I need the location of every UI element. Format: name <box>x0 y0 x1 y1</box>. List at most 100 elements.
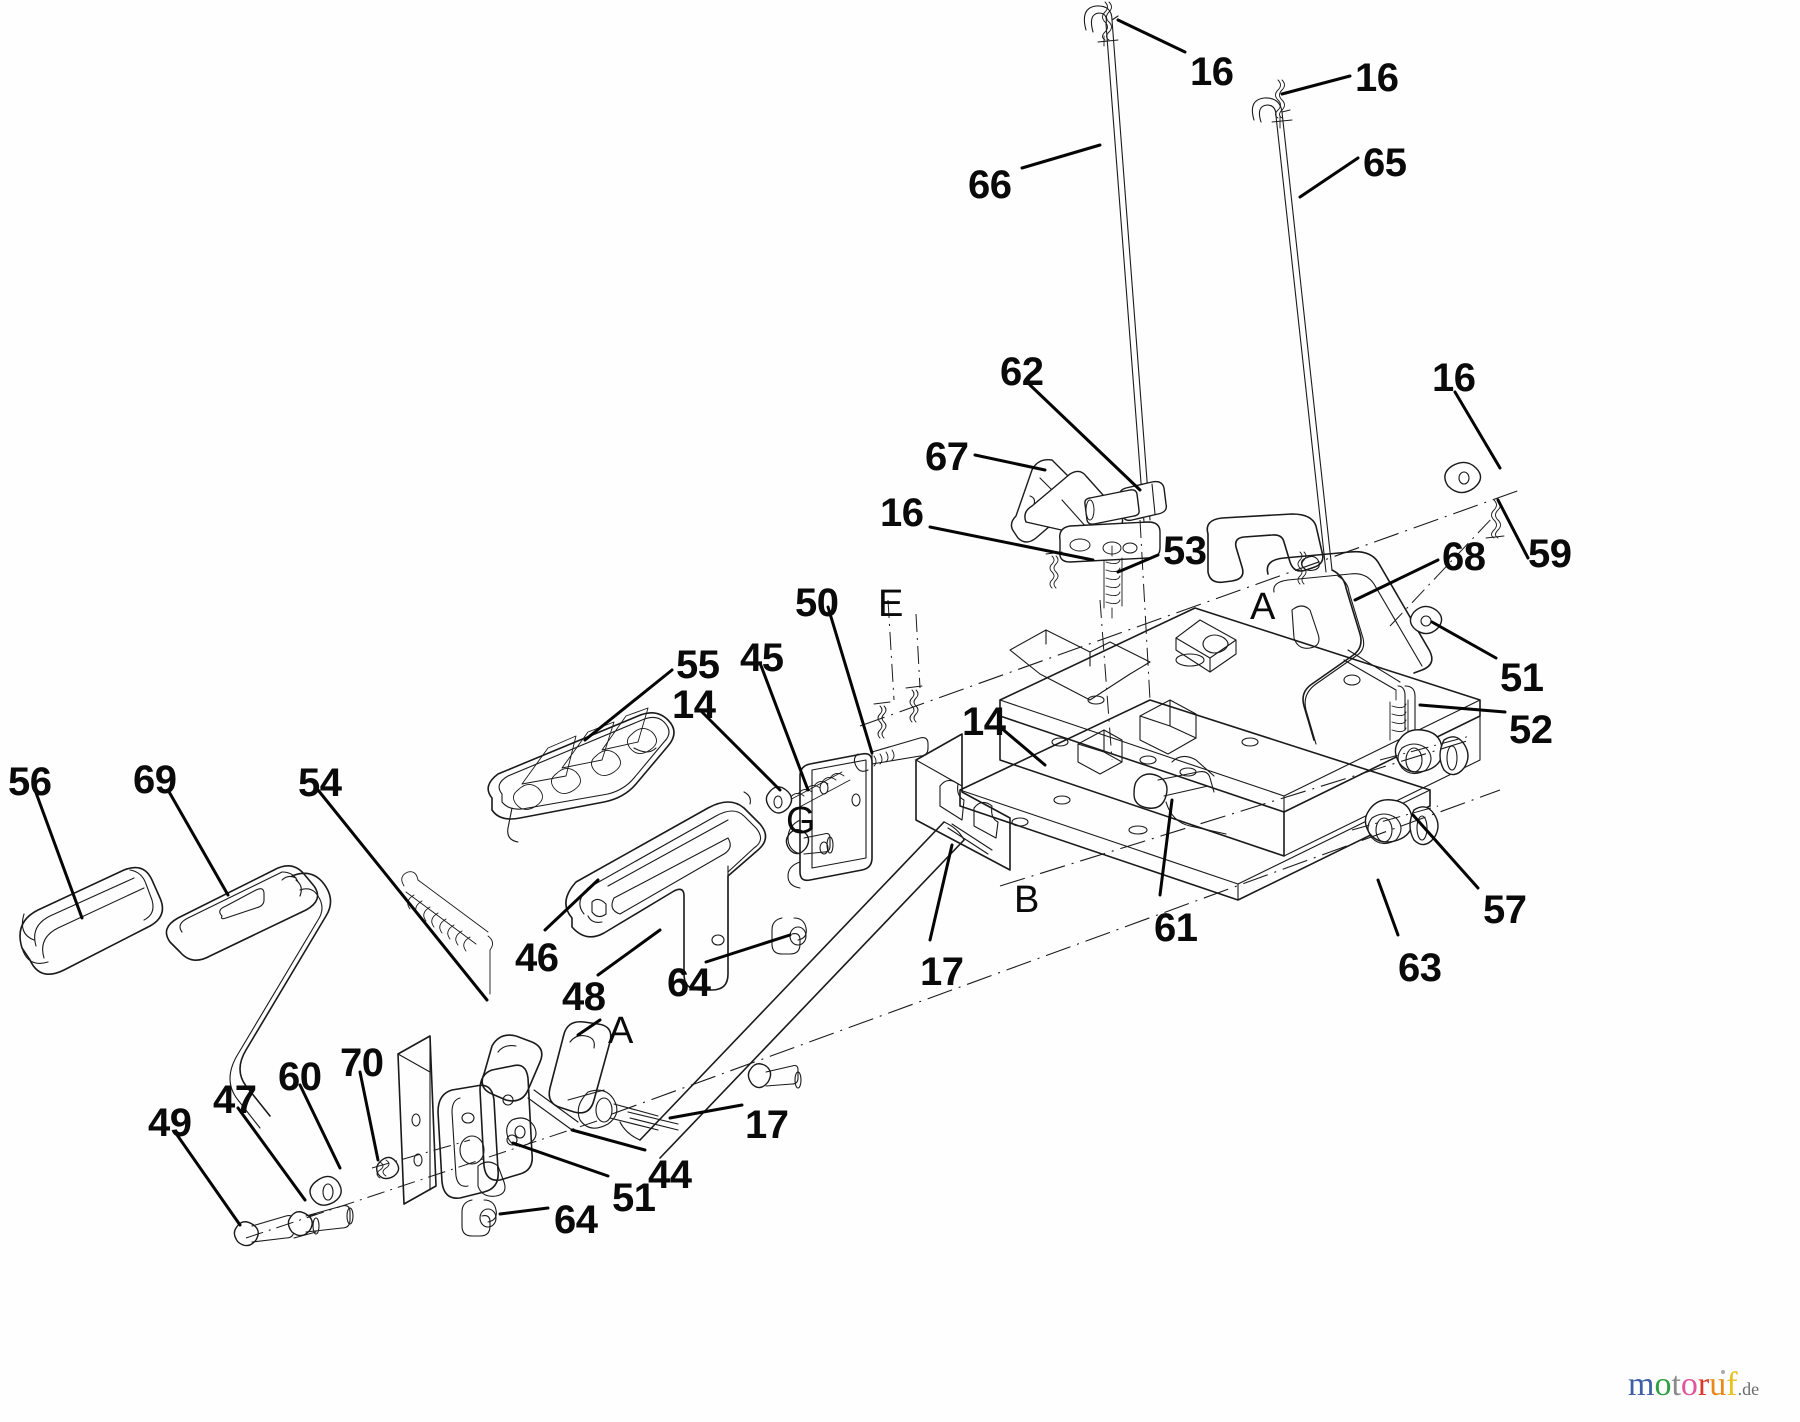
watermark-letter-1: o <box>1654 1366 1672 1403</box>
callout-17-c17b: 17 <box>745 1103 789 1147</box>
part-55-pedal-pad <box>487 707 675 843</box>
callout-62-c62: 62 <box>1000 350 1044 394</box>
part-48-bolt-lower <box>747 1063 802 1089</box>
motoruf-watermark: motoruf.de <box>1628 1368 1759 1402</box>
leader-line-l48 <box>596 928 662 977</box>
callout-51-c51b: 51 <box>612 1176 656 1220</box>
callout-16-c16d: 16 <box>880 491 924 535</box>
part-50-bracket <box>787 752 873 889</box>
leader-line-l64b <box>498 1206 550 1216</box>
part-60-washer <box>309 1175 342 1206</box>
part-70-washer <box>375 1156 400 1180</box>
leader-line-l49 <box>173 1130 242 1227</box>
callout-70-c70: 70 <box>340 1041 384 1085</box>
callout-51-c51a: 51 <box>1500 656 1544 700</box>
leader-line-l45 <box>758 661 810 792</box>
callout-63-c63: 63 <box>1398 946 1442 990</box>
part-A-loop-bracket <box>1206 513 1433 674</box>
leader-line-l65 <box>1298 156 1360 199</box>
callout-67-c67: 67 <box>925 435 969 479</box>
callout-47-c47: 47 <box>213 1078 257 1122</box>
part-54-rod <box>229 872 332 1129</box>
leader-line-l16a <box>1116 18 1187 54</box>
callout-44-c44: 44 <box>648 1153 692 1197</box>
leader-line-l16c <box>1453 390 1502 470</box>
leader-line-l51a <box>1430 620 1498 660</box>
leader-line-l59 <box>1496 498 1530 560</box>
leader-line-l14a <box>698 708 782 792</box>
callout-59-c59: 59 <box>1528 532 1572 576</box>
leader-line-l16d <box>928 525 1095 562</box>
leader-line-l47 <box>236 1106 307 1202</box>
leader-line-l53 <box>1116 553 1160 574</box>
leader-line-group <box>33 18 1530 1227</box>
callout-45-c45: 45 <box>740 636 784 680</box>
watermark-suffix: .de <box>1737 1379 1760 1399</box>
leader-line-l17a <box>928 843 954 942</box>
callout-55-c55: 55 <box>676 643 720 687</box>
callout-e-cE: E <box>878 583 903 625</box>
callout-52-c52: 52 <box>1509 708 1553 752</box>
axis-line-upper <box>859 489 1521 727</box>
watermark-letter-5: u <box>1709 1366 1727 1403</box>
leader-line-l52 <box>1418 703 1507 714</box>
callout-66-c66: 66 <box>968 163 1012 207</box>
leader-line-l67 <box>973 453 1047 472</box>
callout-16-c16c: 16 <box>1432 356 1476 400</box>
leader-line-l60 <box>298 1083 342 1170</box>
part-70-spring <box>401 871 493 995</box>
leader-line-l63 <box>1376 878 1400 937</box>
callout-53-c53: 53 <box>1163 529 1207 573</box>
callout-14-c14b: 14 <box>962 700 1006 744</box>
callout-56-c56: 56 <box>8 760 52 804</box>
callout-48-c48: 48 <box>562 975 606 1019</box>
axis-line-57 <box>1379 735 1471 761</box>
callout-68-c68: 68 <box>1442 535 1486 579</box>
callout-64-c64b: 64 <box>554 1198 598 1242</box>
callout-a-cA1: A <box>1250 586 1275 628</box>
leader-line-l57 <box>1411 813 1480 890</box>
part-69-link <box>165 865 319 961</box>
part-16-cotter-pin-c <box>1045 551 1063 589</box>
leader-line-l17b <box>668 1103 744 1120</box>
axis-line-70 <box>371 1139 471 1169</box>
axis-line-59 <box>1389 515 1495 627</box>
part-63-nut-washer <box>1364 799 1439 846</box>
callout-69-c69: 69 <box>133 758 177 802</box>
callout-57-c57: 57 <box>1483 888 1527 932</box>
leader-line-l68 <box>1353 558 1440 602</box>
leader-line-l70 <box>358 1070 380 1162</box>
watermark-letter-6: f <box>1726 1366 1738 1403</box>
part-57-nut-washer <box>1394 729 1469 776</box>
callout-14-c14a: 14 <box>672 683 716 727</box>
leader-line-l64a <box>704 933 792 964</box>
part-56-grip <box>19 866 164 976</box>
leader-line-l51b <box>511 1141 610 1178</box>
part-64-clip-upper <box>771 917 807 955</box>
leader-line-l56 <box>33 788 84 920</box>
part-51-nut <box>1409 605 1443 635</box>
part-67-lever <box>1010 459 1161 563</box>
callout-49-c49: 49 <box>148 1101 192 1145</box>
part-48-bolt-upper <box>785 829 834 855</box>
callout-54-c54: 54 <box>298 761 342 805</box>
leader-line-l54 <box>316 788 489 1002</box>
leader-line-l61 <box>1158 798 1174 897</box>
part-65-rod <box>1251 97 1333 573</box>
axis-line-63 <box>1351 805 1439 831</box>
part-16-washer <box>1444 461 1482 494</box>
watermark-letter-3: o <box>1680 1366 1698 1403</box>
callout-61-c61: 61 <box>1154 906 1198 950</box>
part-16-cotter-pin-E <box>873 685 923 739</box>
part-61-knob <box>1133 755 1227 835</box>
callout-46-c46: 46 <box>515 936 559 980</box>
watermark-letter-2: t <box>1671 1366 1681 1403</box>
leader-line-l69 <box>166 788 230 897</box>
part-64-clip-lower <box>461 1199 497 1237</box>
watermark-letter-0: m <box>1628 1366 1655 1403</box>
callout-16-c16a: 16 <box>1190 50 1234 94</box>
part-52-spring <box>1389 689 1409 741</box>
leader-line-lA2 <box>576 1018 602 1037</box>
callout-b-cB: B <box>1014 879 1039 921</box>
